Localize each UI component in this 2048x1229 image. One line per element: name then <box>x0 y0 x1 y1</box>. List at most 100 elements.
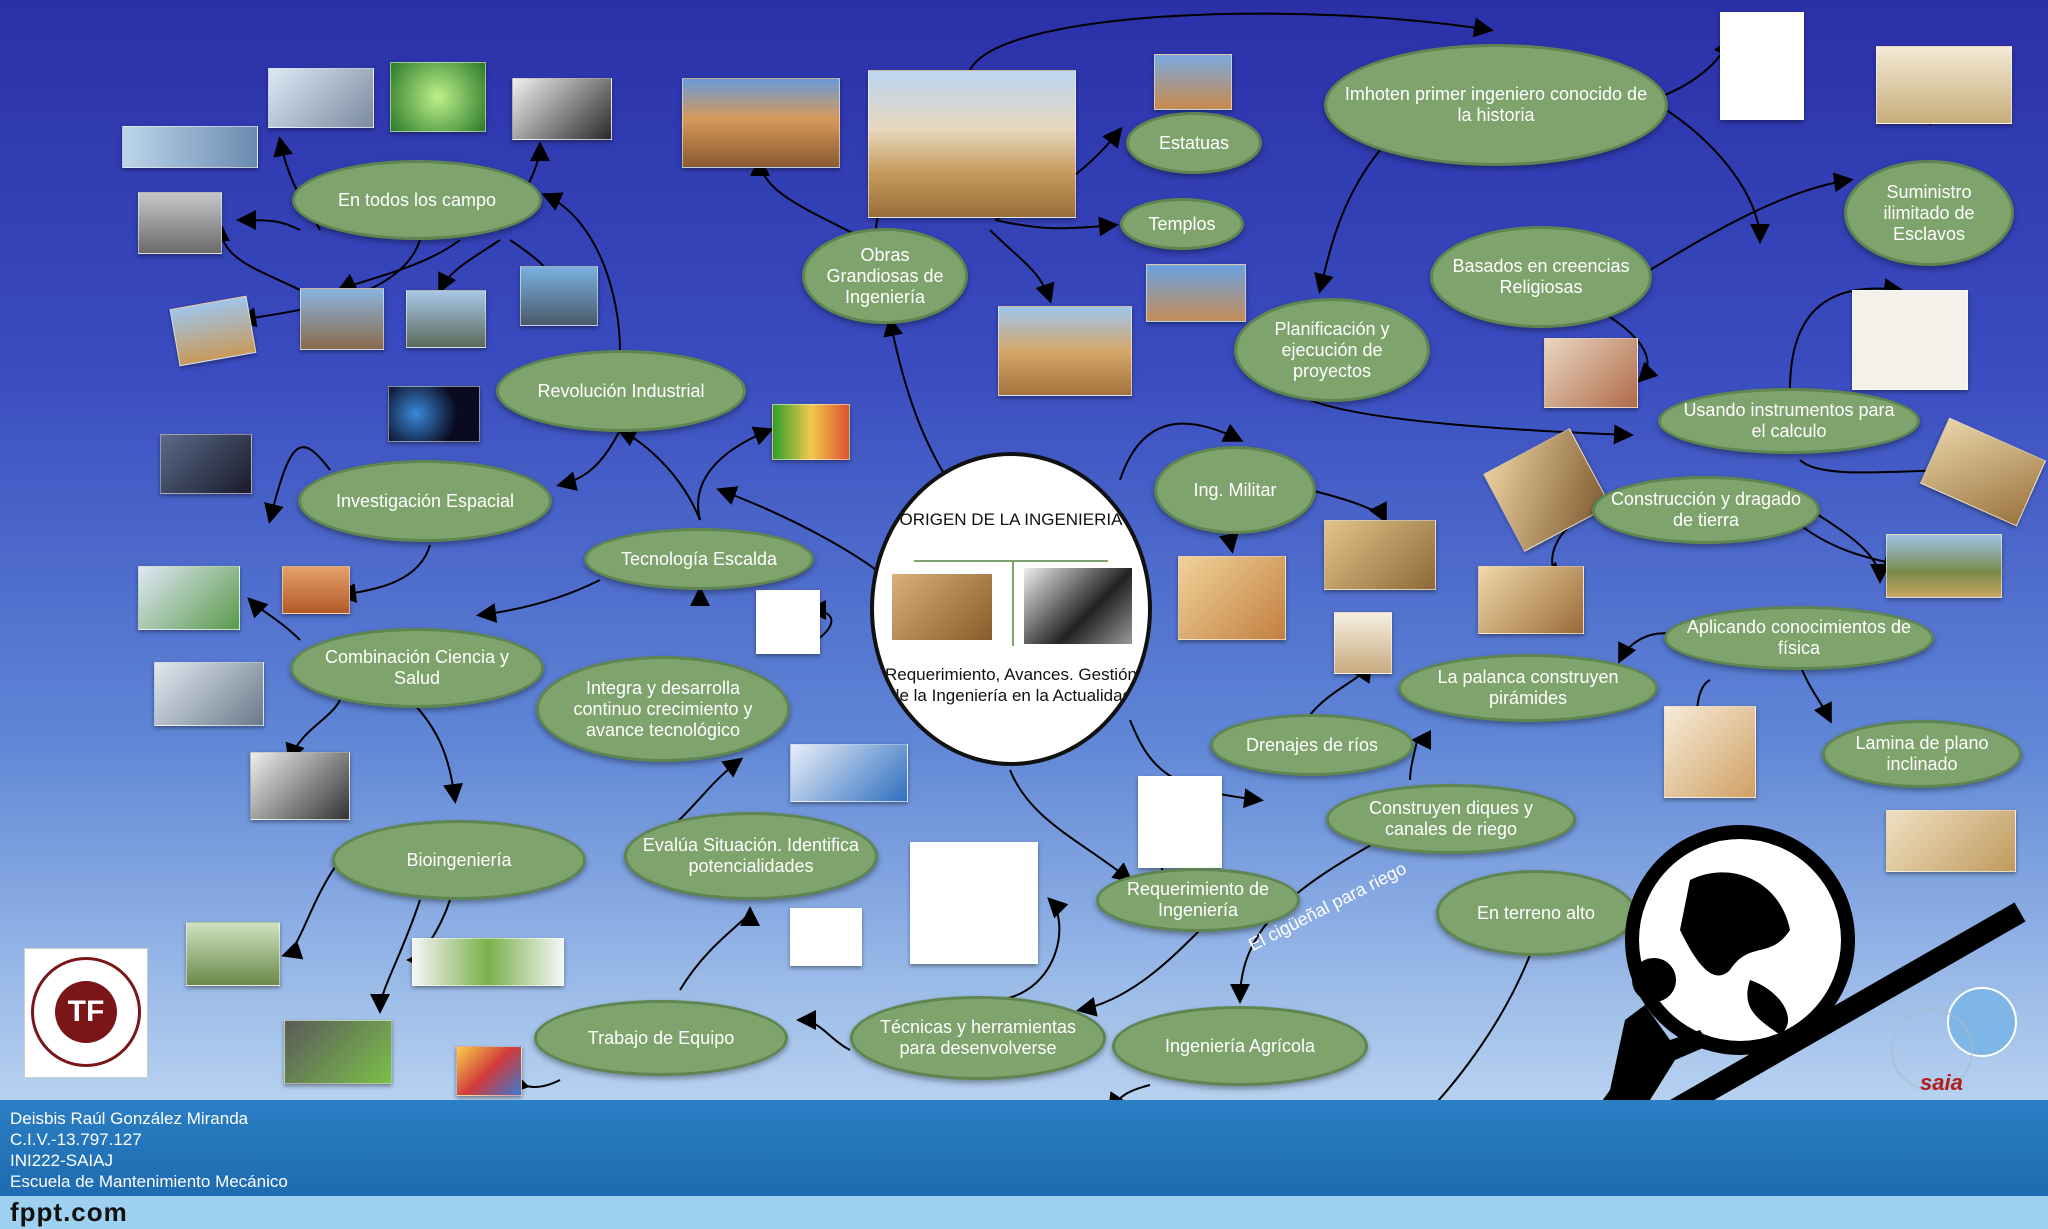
node-basados-creencias[interactable]: Basados en creencias Religiosas <box>1430 226 1652 328</box>
node-construccion-dragado[interactable]: Construcción y dragado de tierra <box>1592 476 1820 544</box>
node-construccion-label: Construcción y dragado de tierra <box>1610 489 1802 530</box>
egyptian-ruins-image <box>682 78 840 168</box>
temple-image <box>1146 264 1246 322</box>
node-templos[interactable]: Templos <box>1120 198 1244 250</box>
node-planificacion[interactable]: Planificación y ejecución de proyectos <box>1234 298 1430 402</box>
node-tecnicas-herramientas[interactable]: Técnicas y herramientas para desenvolver… <box>850 996 1106 1080</box>
node-agricola-label: Ingeniería Agrícola <box>1164 1035 1316 1056</box>
node-imhoten[interactable]: Imhoten primer ingeniero conocido de la … <box>1324 44 1668 166</box>
lab-research-image <box>122 126 258 168</box>
node-suministro-esclavos[interactable]: Suministro ilimitado de Esclavos <box>1844 160 2014 266</box>
footer-strip <box>0 1196 2048 1229</box>
link-construccion-img3 <box>1799 524 1904 571</box>
node-obras-grandiosas[interactable]: Obras Grandiosas de Ingeniería <box>802 228 968 324</box>
gears-image <box>790 744 908 802</box>
node-en-todos-campo[interactable]: En todos los campo <box>292 160 542 240</box>
bio-gears-image <box>412 938 564 986</box>
node-diques-label: Construyen diques y canales de riego <box>1368 798 1534 839</box>
node-bioingenieria[interactable]: Bioingeniería <box>332 820 586 900</box>
node-estatuas-label: Estatuas <box>1158 132 1230 153</box>
link-combinacion-bio <box>409 699 463 804</box>
globe-watermark-icon <box>1891 987 2017 1090</box>
link-tecnicas-trabajo <box>796 1010 851 1051</box>
robot-hand-image <box>250 752 350 820</box>
ancient-workers-image <box>892 574 992 640</box>
node-aplicando-label: Aplicando conocimientos de física <box>1686 617 1912 658</box>
node-terreno-label: En terreno alto <box>1476 902 1596 923</box>
university-logo: TF <box>24 948 148 1078</box>
node-aplicando-fisica[interactable]: Aplicando conocimientos de física <box>1664 606 1934 670</box>
team-puzzle-image <box>456 1046 522 1096</box>
power-plant-image <box>520 266 598 326</box>
node-drenajes-rios[interactable]: Drenajes de ríos <box>1210 714 1414 776</box>
node-evalua-situacion[interactable]: Evalúa Situación. Identifica potencialid… <box>624 812 878 900</box>
hand-earth-image <box>284 1020 392 1084</box>
node-investigacion-espacial-label: Investigación Espacial <box>335 490 515 511</box>
node-diques-canales[interactable]: Construyen diques y canales de riego <box>1326 784 1576 854</box>
node-integra-desarrolla[interactable]: Integra y desarrolla continuo crecimient… <box>536 656 790 762</box>
node-bioingenieria-label: Bioingeniería <box>406 849 512 870</box>
link-pyr-imhoten <box>969 12 1494 71</box>
node-trabajo-equipo[interactable]: Trabajo de Equipo <box>534 1000 788 1076</box>
author-name: Deisbis Raúl González Miranda <box>10 1109 249 1128</box>
river-drainage-image <box>1334 612 1392 674</box>
node-drenajes-label: Drenajes de ríos <box>1245 734 1379 755</box>
link-center-diques <box>1129 719 1264 809</box>
brand-label[interactable]: fppt.com <box>10 1197 128 1227</box>
node-investigacion-espacial[interactable]: Investigación Espacial <box>298 460 552 542</box>
pharaoh-image <box>1720 12 1804 120</box>
military-boat-image <box>1178 556 1286 640</box>
link-imhoten-basados <box>1649 99 1770 244</box>
robot-engineer-image <box>512 78 612 140</box>
node-militar-label: Ing. Militar <box>1193 479 1277 500</box>
node-tecnicas-label: Técnicas y herramientas para desenvolver… <box>879 1017 1077 1058</box>
link-usando-img <box>1789 278 1904 391</box>
node-estatuas[interactable]: Estatuas <box>1126 112 1262 174</box>
dredging-image <box>1478 566 1584 634</box>
space-station-image <box>160 434 252 494</box>
military-hieroglyph-image <box>1324 520 1436 590</box>
link-bio-img2 <box>370 899 421 1014</box>
lab-worker-image <box>154 662 264 726</box>
node-tecnologia-escalda[interactable]: Tecnología Escalda <box>584 528 814 590</box>
node-integra-label: Integra y desarrolla continuo crecimient… <box>573 677 753 740</box>
node-templos-label: Templos <box>1148 213 1216 234</box>
footer-band <box>0 1100 2048 1196</box>
university-logo-ring <box>31 957 141 1067</box>
recycle-logo-image <box>790 908 862 966</box>
link-tecnologia-img <box>697 426 774 521</box>
energy-chart-image <box>772 404 850 460</box>
religious-scene-image <box>1544 338 1638 408</box>
lab-plants-image <box>186 922 280 986</box>
link-campo-img6 <box>336 239 461 292</box>
node-ing-militar[interactable]: Ing. Militar <box>1154 446 1316 534</box>
link-combinacion-img <box>247 597 301 641</box>
satellite-image <box>388 386 480 442</box>
node-usando-label: Usando instrumentos para el calculo <box>1683 400 1895 441</box>
link-tecnologia-revolucion <box>616 428 701 521</box>
node-usando-instrumentos[interactable]: Usando instrumentos para el calculo <box>1658 388 1920 454</box>
saia-logo: saia <box>1920 1070 1963 1095</box>
node-combinacion-ciencia-salud[interactable]: Combinación Ciencia y Salud <box>290 628 544 708</box>
field-work-image <box>1886 534 2002 598</box>
node-ingenieria-agricola[interactable]: Ingeniería Agrícola <box>1112 1006 1368 1086</box>
node-lamina-plano[interactable]: Lamina de plano inclinado <box>1822 720 2022 788</box>
node-requerimiento-ingenieria[interactable]: Requerimiento de Ingeniería <box>1096 868 1300 932</box>
link-center-requerimiento <box>1009 769 1134 883</box>
link-plan-usando <box>1309 399 1634 445</box>
author-course: INI222-SAIAJ <box>10 1151 113 1170</box>
node-terreno-alto[interactable]: En terreno alto <box>1436 870 1636 956</box>
slaves-drawing-image <box>1876 46 2012 124</box>
university-logo-monogram: TF <box>55 981 117 1043</box>
link-basados-suministro <box>1649 172 1854 271</box>
link-tecnologia-combinacion <box>476 579 601 623</box>
link-center-militar <box>1119 422 1244 481</box>
node-revolucion-industrial[interactable]: Revolución Industrial <box>496 350 746 432</box>
worker-cartoon-image <box>910 842 1038 964</box>
link-campo-img1 <box>210 221 301 291</box>
node-requerimiento-label: Requerimiento de Ingeniería <box>1126 879 1270 920</box>
node-trabajo-label: Trabajo de Equipo <box>587 1027 735 1048</box>
green-tech-image <box>390 62 486 132</box>
node-palanca-piramides[interactable]: La palanca construyen pirámides <box>1398 654 1658 722</box>
